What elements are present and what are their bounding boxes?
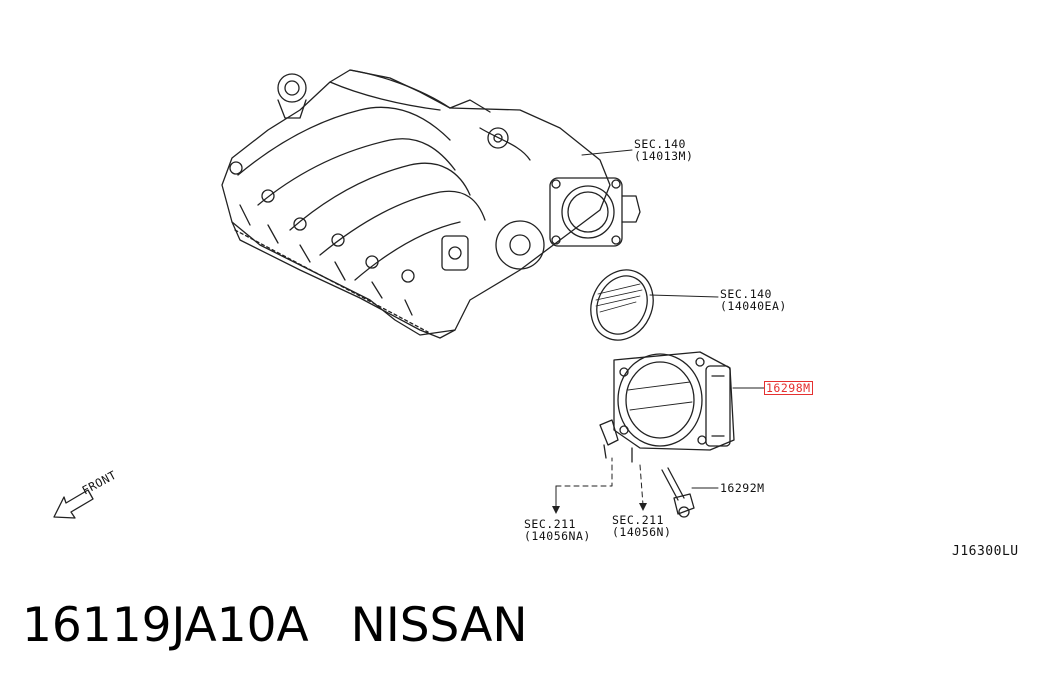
callout-part-16292m: 16292M [720, 481, 765, 495]
callout-line-1: SEC.211 [612, 513, 664, 527]
direction-arrows [552, 503, 647, 514]
callout-sec211-n: SEC.211 (14056N) [612, 514, 671, 538]
callout-line-1: SEC.140 [720, 287, 772, 301]
throttle-gasket [590, 269, 654, 341]
brand-name: NISSAN [350, 598, 528, 653]
callout-sec140-gasket: SEC.140 (14040EA) [720, 288, 787, 312]
callout-line-2: (14013M) [634, 149, 694, 163]
part-number: 16119JA10A [22, 598, 309, 653]
electric-throttle-body [599, 351, 735, 463]
callout-sec211-na: SEC.211 (14056NA) [524, 518, 591, 542]
callout-line-2: (14040EA) [720, 299, 787, 313]
throttle-body-exploded-diagram [53, 69, 765, 519]
intake-manifold [221, 69, 641, 339]
callout-line-1: SEC.211 [524, 517, 576, 531]
front-arrow-icon [53, 489, 94, 519]
leader-lines [555, 149, 765, 509]
callout-line-2: (14056N) [612, 525, 672, 539]
part-number-line: 16119JA10A NISSAN [22, 598, 528, 654]
callout-part-16298m[interactable]: 16298M [764, 381, 813, 395]
callout-line-2: (14056NA) [524, 529, 591, 543]
callout-line-1: SEC.140 [634, 137, 686, 151]
mounting-bolt [661, 467, 695, 518]
callout-sec140-manifold: SEC.140 (14013M) [634, 138, 693, 162]
diagram-code: J16300LU [952, 544, 1019, 559]
